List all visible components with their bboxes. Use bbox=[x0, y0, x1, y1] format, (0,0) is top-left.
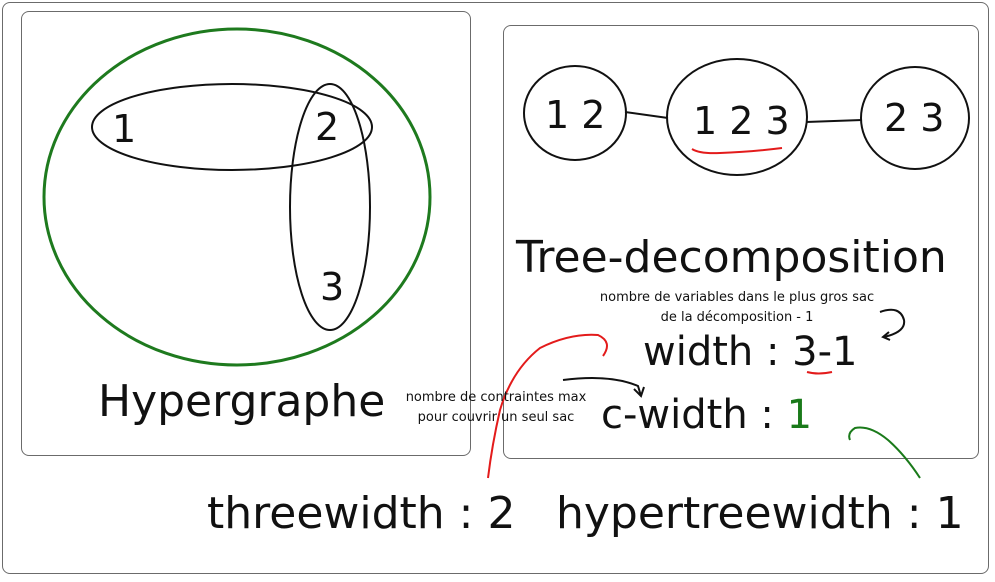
tree-decomposition-panel bbox=[503, 25, 979, 459]
tree-bag-2-label: 1 2 3 bbox=[693, 99, 790, 143]
tree-bag-2 bbox=[666, 58, 808, 176]
hyperedge-all bbox=[42, 27, 432, 367]
width-underline bbox=[806, 371, 833, 375]
figure-frame bbox=[2, 2, 989, 574]
width-note-arrow bbox=[879, 308, 906, 338]
hypergraph-vertex-1: 1 bbox=[112, 107, 137, 151]
threewidth-annotation-curve bbox=[487, 333, 608, 479]
tree-edge-b bbox=[805, 119, 863, 123]
tree-bag-3-label: 2 3 bbox=[884, 96, 945, 140]
cwidth-note: nombre de contraintes max pour couvrir u… bbox=[391, 388, 601, 427]
cwidth-label: c-width : bbox=[601, 392, 787, 438]
cwidth-note-arrow bbox=[562, 377, 642, 397]
width-note: nombre de variables dans le plus gros sa… bbox=[587, 288, 887, 327]
tree-bag-3 bbox=[860, 66, 970, 170]
hypergraph-title: Hypergraphe bbox=[98, 376, 386, 427]
tree-bag-1-label: 1 2 bbox=[545, 93, 606, 137]
width-label: width : bbox=[643, 329, 793, 375]
hypergraph-vertex-3: 3 bbox=[320, 265, 345, 309]
width-note-arrowhead bbox=[881, 331, 891, 341]
tree-edge-a bbox=[624, 111, 669, 119]
hypertreewidth-metric: hypertreewidth : 1 bbox=[556, 488, 964, 539]
width-value-a: 3 bbox=[792, 329, 818, 375]
width-value-b: -1 bbox=[817, 329, 858, 375]
width-metric: width : 3-1 bbox=[643, 332, 858, 372]
width-note-line-1: nombre de variables dans le plus gros sa… bbox=[599, 290, 875, 305]
threewidth-metric: threewidth : 2 bbox=[207, 488, 516, 539]
width-note-line-2: de la décomposition - 1 bbox=[660, 309, 814, 325]
largest-bag-underline bbox=[691, 147, 783, 155]
cwidth-value: 1 bbox=[786, 392, 813, 438]
cwidth-note-line-2: pour couvrir un seul sac bbox=[417, 409, 575, 425]
cwidth-note-arrowhead bbox=[633, 386, 645, 398]
hyperedge-1-2 bbox=[91, 83, 373, 171]
cwidth-note-line-1: nombre de contraintes max bbox=[405, 390, 587, 405]
tree-bag-1 bbox=[523, 65, 627, 161]
tree-decomposition-title: Tree-decomposition bbox=[516, 232, 947, 283]
hyperedge-2-3 bbox=[289, 83, 371, 331]
hypergraph-vertex-2: 2 bbox=[315, 105, 340, 149]
cwidth-metric: c-width : 1 bbox=[601, 395, 812, 435]
hypertreewidth-annotation-curve bbox=[848, 426, 921, 479]
